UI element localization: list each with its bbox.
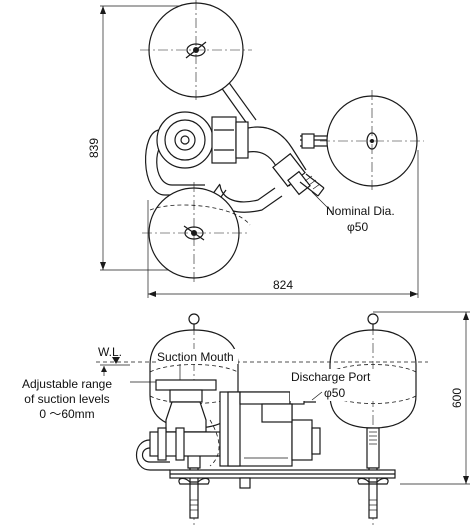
dim-824-label: 824 xyxy=(273,278,293,292)
dim-839: 839 xyxy=(87,5,192,271)
wl-label: W.L. xyxy=(98,345,122,359)
adjustable-range-line1: Adjustable range xyxy=(22,377,112,391)
suction-mouth-callout: Suction Mouth xyxy=(156,349,238,380)
adjustable-range-callout: Adjustable range of suction levels 0 ～60… xyxy=(6,366,156,421)
float-right xyxy=(300,90,424,192)
dim-600: 600 xyxy=(373,311,470,485)
base-frame xyxy=(169,469,396,489)
float-top xyxy=(140,0,252,100)
dim-600-label: 600 xyxy=(450,388,464,408)
dim-839-label: 839 xyxy=(87,138,101,158)
discharge-port-label: Discharge Port xyxy=(291,370,371,384)
side-view: W.L. Suction Mouth Adjustable range of s… xyxy=(6,311,470,525)
discharge-port-size: φ50 xyxy=(324,386,345,400)
nominal-dia-label: Nominal Dia. xyxy=(326,204,395,218)
nominal-dia-size: φ50 xyxy=(347,220,368,234)
top-view: 839 824 xyxy=(87,0,424,298)
water-level: W.L. xyxy=(96,345,428,366)
adjustable-range-line2: of suction levels xyxy=(24,392,109,406)
nominal-dia-callout: Nominal Dia. φ50 xyxy=(311,191,395,234)
adjustable-range-line3: 0 ～60mm xyxy=(39,407,94,421)
pump-body-side xyxy=(136,379,321,471)
pump-body-top xyxy=(144,111,325,213)
dim-824: 824 xyxy=(147,150,419,298)
float-bottom xyxy=(142,182,251,282)
discharge-port-callout: Discharge Port φ50 xyxy=(290,369,386,401)
suction-mouth-label: Suction Mouth xyxy=(157,350,234,364)
